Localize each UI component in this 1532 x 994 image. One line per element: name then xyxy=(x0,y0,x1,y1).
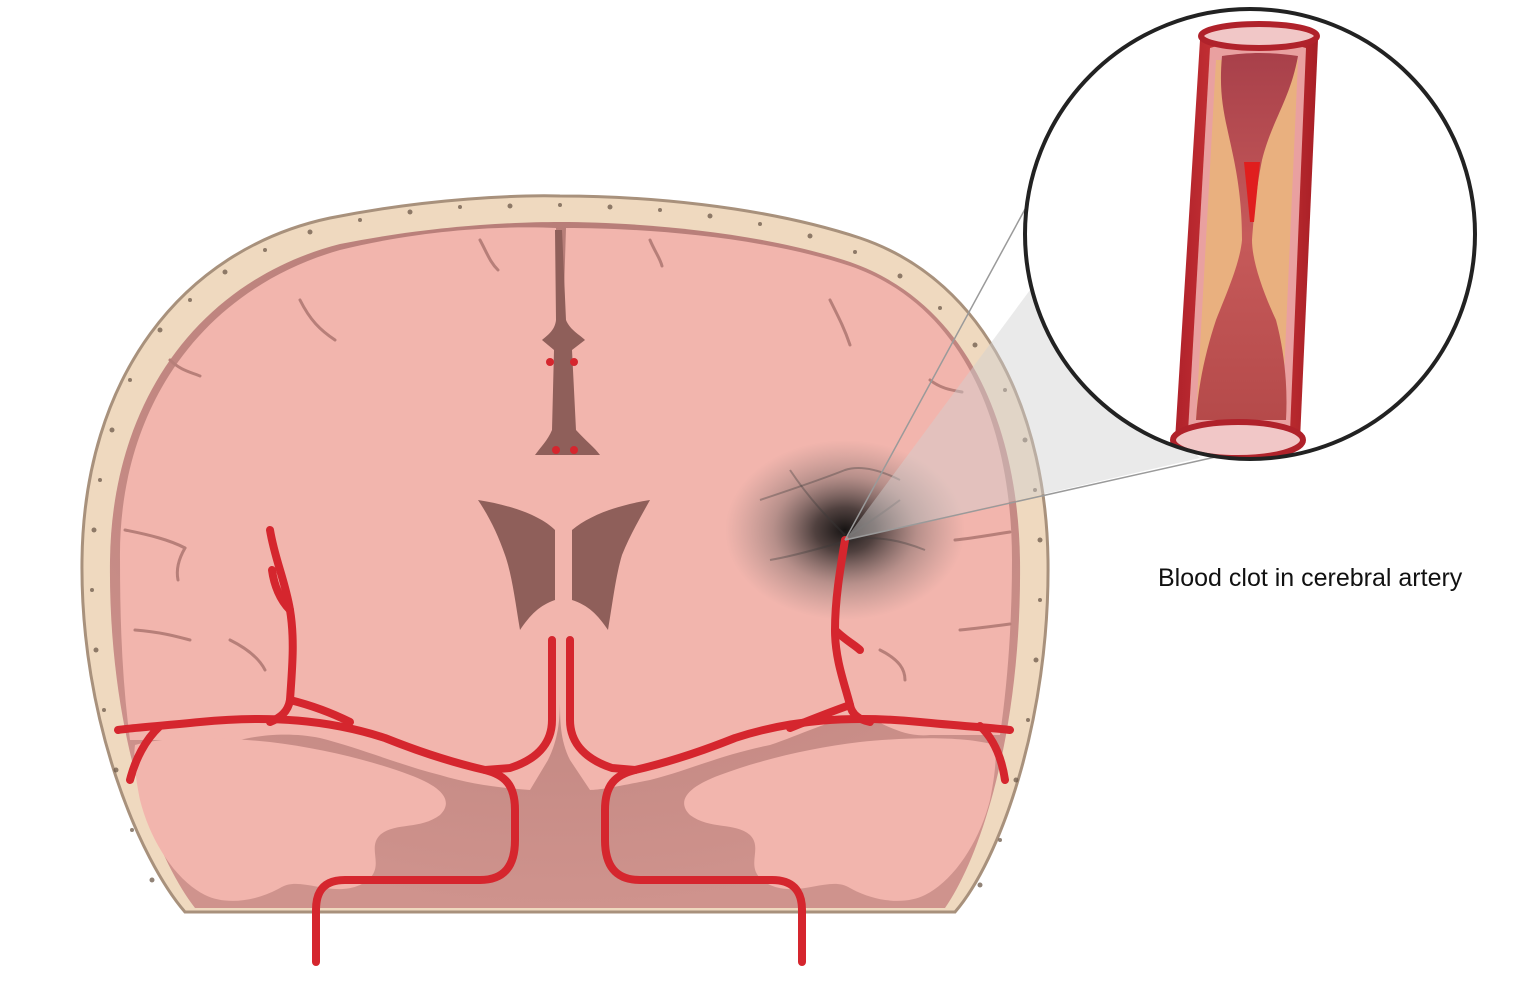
cerebrum xyxy=(119,227,1013,790)
callout-cone-edge-top xyxy=(844,199,1031,541)
lateral-ventricle-left xyxy=(478,500,555,630)
cerebral-arteries xyxy=(114,526,1014,966)
callout-cone-edge-bottom xyxy=(844,455,1221,541)
callout-cone xyxy=(845,290,1200,540)
magnifier-ring xyxy=(1023,7,1477,461)
caption-label: Blood clot in cerebral artery xyxy=(1158,564,1463,592)
blood-clot xyxy=(1244,162,1260,222)
lateral-ventricle-right xyxy=(572,500,650,630)
magnified-artery xyxy=(1170,21,1320,459)
left-lower-lobe xyxy=(134,738,446,901)
fissure-vessels xyxy=(546,358,578,454)
ischemic-texture xyxy=(759,467,926,561)
right-lower-lobe xyxy=(684,738,996,901)
skull-texture xyxy=(90,203,1043,888)
ischemic-area xyxy=(725,440,965,620)
longitudinal-fissure xyxy=(535,230,600,455)
